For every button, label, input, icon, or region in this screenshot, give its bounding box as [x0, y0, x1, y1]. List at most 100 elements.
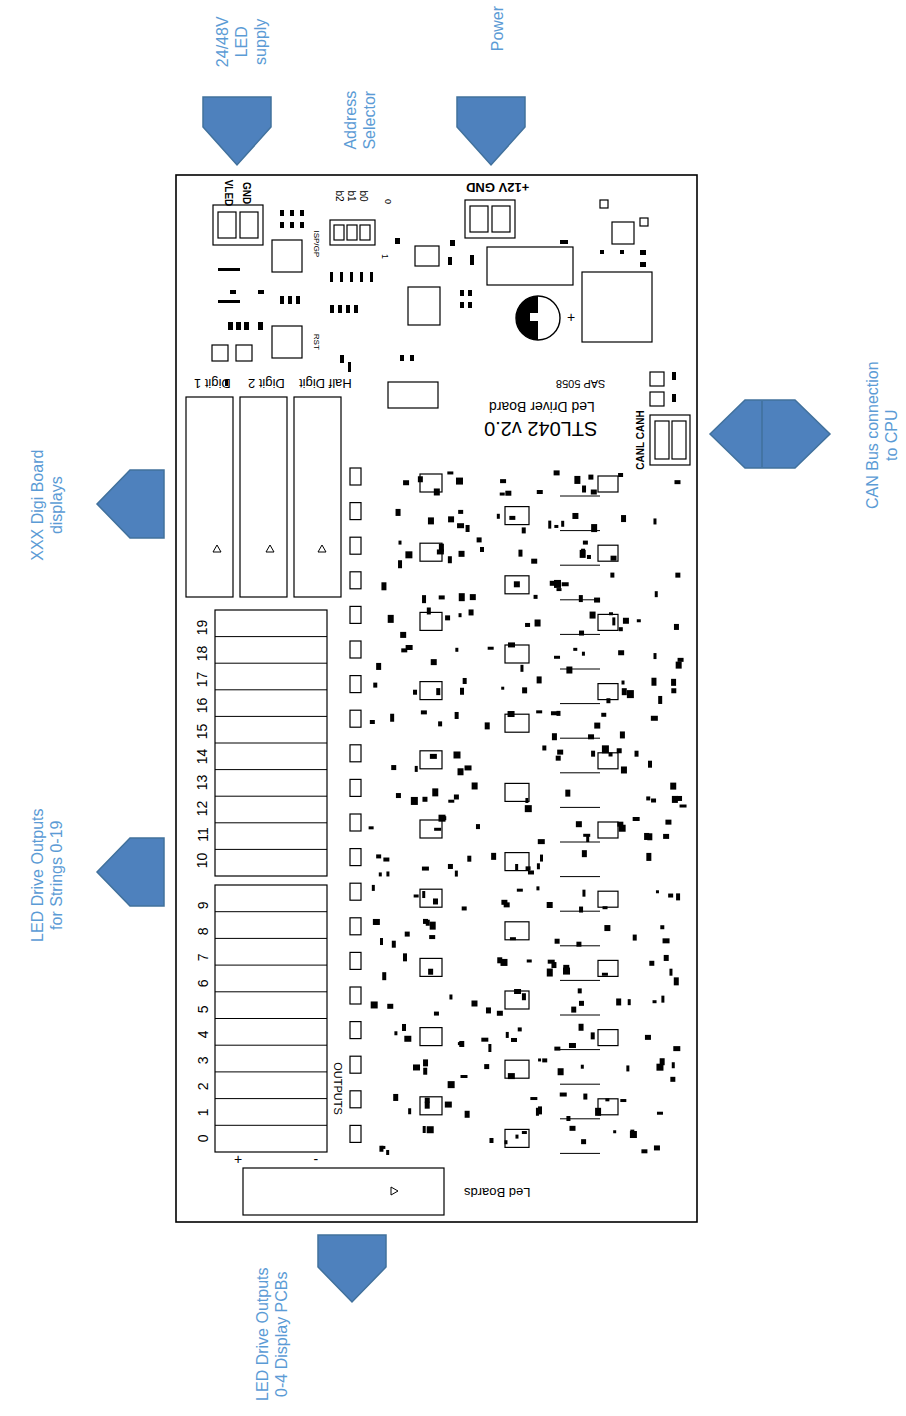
smd-part: [428, 517, 434, 524]
smd-part: [522, 1131, 527, 1134]
smd-part: [469, 609, 474, 615]
silk-line: [560, 496, 600, 497]
smd-part: [486, 1007, 491, 1013]
smd-part: [531, 559, 537, 564]
polarity-mark: +: [567, 309, 575, 326]
smd-part: [591, 490, 597, 495]
smd-part: [548, 521, 551, 529]
smd-part: [622, 681, 625, 685]
smd-part: [525, 623, 530, 627]
smd-part: [651, 799, 656, 803]
smd-part: [672, 1062, 675, 1068]
smd-part: [504, 1140, 507, 1144]
smd-part: [547, 902, 553, 908]
status-led: [350, 814, 361, 831]
smd-part: [500, 479, 506, 483]
smd-part: [423, 1126, 426, 1133]
smd-part: [536, 1108, 539, 1116]
smd-part: [481, 1038, 488, 1042]
callout-label: LED Drive Outputs 0-4 Display PCBs: [253, 1259, 291, 1409]
silk-line: [560, 842, 600, 843]
smd-part: [653, 653, 656, 659]
smd-part: [602, 973, 608, 976]
terminal-divider: [215, 822, 327, 823]
smd-part: [570, 1126, 576, 1131]
smd-part: [449, 994, 452, 999]
smd-part: [530, 1097, 537, 1100]
smd-part: [330, 305, 334, 313]
output-number: 3: [195, 1057, 212, 1065]
smd-part: [554, 470, 560, 475]
status-led: [350, 676, 361, 693]
smd-part: [418, 476, 423, 482]
dip-lever: [347, 225, 357, 240]
output-terminal-block: [215, 610, 327, 876]
smd-part: [386, 871, 389, 876]
smd-part: [382, 972, 386, 980]
smd-part: [448, 1081, 455, 1088]
output-number: 17: [194, 672, 211, 688]
smd-part: [434, 828, 441, 831]
smd-part: [676, 662, 682, 669]
silk-line: [560, 565, 600, 566]
display-header: [240, 397, 287, 597]
status-led: [350, 1091, 361, 1108]
smd-part: [536, 886, 539, 890]
inductor-outline: [505, 645, 529, 663]
smd-part: [626, 1065, 629, 1071]
terminal-pin-label: VLED: [222, 180, 234, 207]
output-number: 1: [195, 1108, 212, 1116]
smd-part: [430, 754, 437, 759]
smd-part: [620, 1099, 626, 1102]
output-number: 0: [195, 1134, 212, 1142]
silk-line: [560, 703, 600, 704]
smd-part: [557, 588, 562, 591]
smd-part: [560, 240, 568, 244]
output-number: 7: [195, 953, 212, 961]
smd-part: [489, 1138, 493, 1143]
component-outline: [236, 345, 252, 361]
component-outline: [612, 222, 634, 244]
smd-part: [555, 939, 560, 944]
component-outline: [582, 272, 652, 342]
output-terminal-block: [215, 885, 327, 1152]
smd-part: [467, 856, 471, 862]
transistor-outline: [598, 545, 618, 561]
smd-part: [422, 595, 426, 603]
smd-part: [408, 1108, 411, 1114]
component-outline: [487, 247, 573, 285]
smd-part: [508, 642, 515, 647]
smd-part: [398, 560, 402, 568]
button-label: ISP/GP: [311, 230, 321, 257]
transistor-outline: [420, 889, 442, 907]
smd-part: [591, 1032, 595, 1039]
smd-part: [411, 797, 418, 805]
smd-part: [554, 525, 558, 528]
smd-part: [445, 615, 450, 620]
smd-part: [414, 894, 419, 897]
smd-part: [665, 820, 671, 825]
smd-part: [582, 850, 587, 857]
smd-part: [506, 1032, 509, 1038]
smd-part: [627, 690, 634, 698]
smd-part: [422, 867, 429, 871]
smd-part: [371, 1001, 378, 1008]
smd-part: [525, 805, 532, 812]
pin1-marker: [318, 545, 326, 552]
smd-part: [392, 941, 396, 948]
smd-part: [563, 965, 569, 971]
transistor-outline: [420, 612, 442, 630]
callout-label: Address Selector: [341, 80, 379, 160]
smd-part: [522, 527, 526, 533]
smd-part: [633, 935, 637, 941]
output-number: 10: [194, 852, 211, 868]
smd-part: [391, 765, 396, 770]
smd-part: [566, 1116, 570, 1121]
terminal-divider: [215, 965, 327, 966]
output-number: 11: [194, 827, 211, 842]
smd-part: [552, 733, 557, 740]
callout-arrows: [97, 97, 830, 1302]
smd-part: [649, 961, 654, 966]
smd-part: [346, 305, 350, 313]
